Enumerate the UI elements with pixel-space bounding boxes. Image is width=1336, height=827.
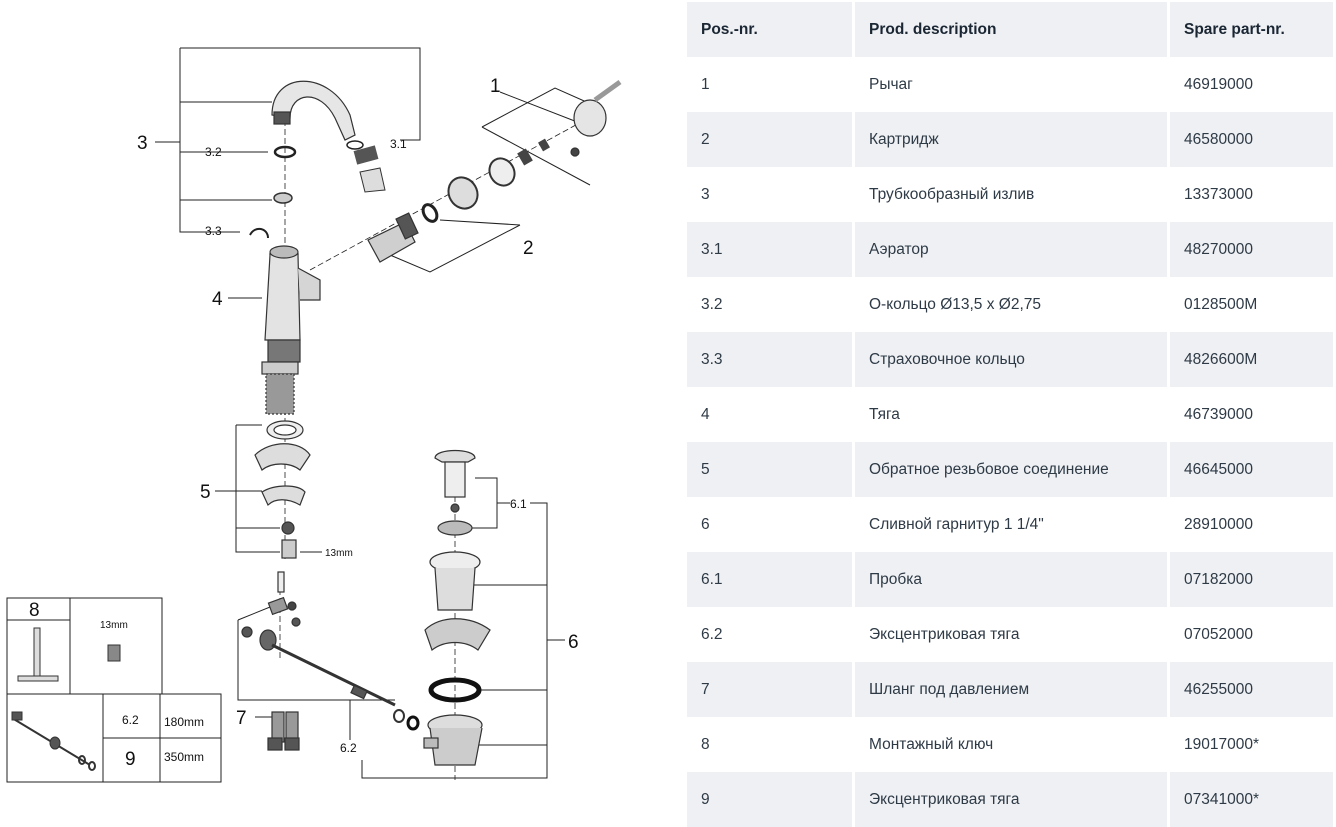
spout-icon: [271, 80, 356, 141]
diagram-svg: 1 2 3 3.1 3.2 3.3 4 5 6 6.1 6.2 7 13mm 8…: [6, 47, 622, 783]
cell-part-number: 19017000*: [1170, 717, 1336, 772]
cell-pos: 6.1: [687, 552, 855, 607]
cell-pos: 7: [687, 662, 855, 717]
callout-3-bracket: [179, 48, 240, 233]
cartridge-icon: [367, 212, 419, 263]
cell-part-number: 48270000: [1170, 222, 1336, 277]
cell-part-number: 07182000: [1170, 552, 1336, 607]
cell-part-number: 46919000: [1170, 57, 1336, 112]
legend-tool-number: 8: [29, 600, 40, 621]
tools-legend: [6, 597, 222, 783]
cell-part-number: 46739000: [1170, 387, 1336, 442]
drain-set-icon: [423, 449, 491, 766]
cell-description: Пробка: [855, 552, 1170, 607]
cell-description: Обратное резьбовое соединение: [855, 442, 1170, 497]
cell-description: Сливной гарнитур 1 1/4": [855, 497, 1170, 552]
o-ring-icon: [273, 145, 297, 159]
cell-description: Эксцентриковая тяга: [855, 607, 1170, 662]
callout-6-2: 6.2: [340, 741, 357, 755]
callout-7: 7: [236, 708, 247, 729]
lever-icon: [570, 79, 622, 157]
retaining-ring-icon: [249, 227, 269, 239]
legend-row-length: 350mm: [164, 750, 204, 764]
faucet-body-icon: [261, 245, 321, 415]
cell-part-number: 46580000: [1170, 112, 1336, 167]
callout-3-3: 3.3: [205, 224, 222, 238]
cell-description: Монтажный ключ: [855, 717, 1170, 772]
cell-part-number: 46645000: [1170, 442, 1336, 497]
cell-part-number: 28910000: [1170, 497, 1336, 552]
cell-pos: 5: [687, 442, 855, 497]
cell-description: Эксцентриковая тяга: [855, 772, 1170, 827]
callout-3-2: 3.2: [205, 145, 222, 159]
cell-part-number: 0128500M: [1170, 277, 1336, 332]
cell-pos: 3.1: [687, 222, 855, 277]
callout-6: 6: [568, 632, 579, 653]
legend-row-pos: 6.2: [122, 713, 139, 727]
callout-6-1: 6.1: [510, 497, 527, 511]
callout-5: 5: [200, 482, 211, 503]
cell-description: Аэратор: [855, 222, 1170, 277]
cell-pos: 3.3: [687, 332, 855, 387]
header-part-number: Spare part-nr.: [1170, 2, 1336, 57]
eccentric-rod-icon: [241, 571, 420, 731]
cell-description: Трубкообразный излив: [855, 167, 1170, 222]
cell-part-number: 07341000*: [1170, 772, 1336, 827]
cell-pos: 6.2: [687, 607, 855, 662]
legend-tool-size: 13mm: [100, 620, 128, 631]
cell-part-number: 13373000: [1170, 167, 1336, 222]
callout-2: 2: [523, 238, 534, 259]
hose-icon: [267, 711, 300, 751]
mounting-key-icon: [17, 627, 121, 682]
callout-3: 3: [137, 133, 148, 154]
header-pos: Pos.-nr.: [687, 2, 855, 57]
callout-1: 1: [490, 76, 501, 97]
table-header-row: Pos.-nr. Prod. description Spare part-nr…: [687, 2, 1336, 57]
cell-description: Рычаг: [855, 57, 1170, 112]
cell-part-number: 46255000: [1170, 662, 1336, 717]
header-description: Prod. description: [855, 2, 1170, 57]
cell-pos: 1: [687, 57, 855, 112]
cell-description: O-кольцо Ø13,5 x Ø2,75: [855, 277, 1170, 332]
cell-pos: 4: [687, 387, 855, 442]
cell-part-number: 07052000: [1170, 607, 1336, 662]
callout-3-1-leader: [180, 47, 421, 141]
cell-description: Страховочное кольцо: [855, 332, 1170, 387]
callout-3-1: 3.1: [390, 137, 407, 151]
spare-parts-table: Pos.-nr. Prod. description Spare part-nr…: [687, 2, 1336, 827]
legend-row-pos: 9: [125, 749, 136, 770]
cell-pos: 9: [687, 772, 855, 827]
cell-pos: 8: [687, 717, 855, 772]
cell-pos: 3: [687, 167, 855, 222]
aerator-icon: [346, 140, 386, 193]
cell-pos: 2: [687, 112, 855, 167]
legend-row-length: 180mm: [164, 715, 204, 729]
cell-part-number: 4826600M: [1170, 332, 1336, 387]
eccentric-rod-9-icon: [11, 711, 96, 771]
cell-description: Картридж: [855, 112, 1170, 167]
cell-pos: 3.2: [687, 277, 855, 332]
wrench-size-label: 13mm: [325, 548, 353, 559]
cell-pos: 6: [687, 497, 855, 552]
exploded-view-diagram: 1 2 3 3.1 3.2 3.3 4 5 6 6.1 6.2 7 13mm 8…: [6, 47, 622, 783]
cell-description: Тяга: [855, 387, 1170, 442]
callout-4: 4: [212, 289, 223, 310]
connection-icon: [254, 420, 311, 559]
cell-description: Шланг под давлением: [855, 662, 1170, 717]
